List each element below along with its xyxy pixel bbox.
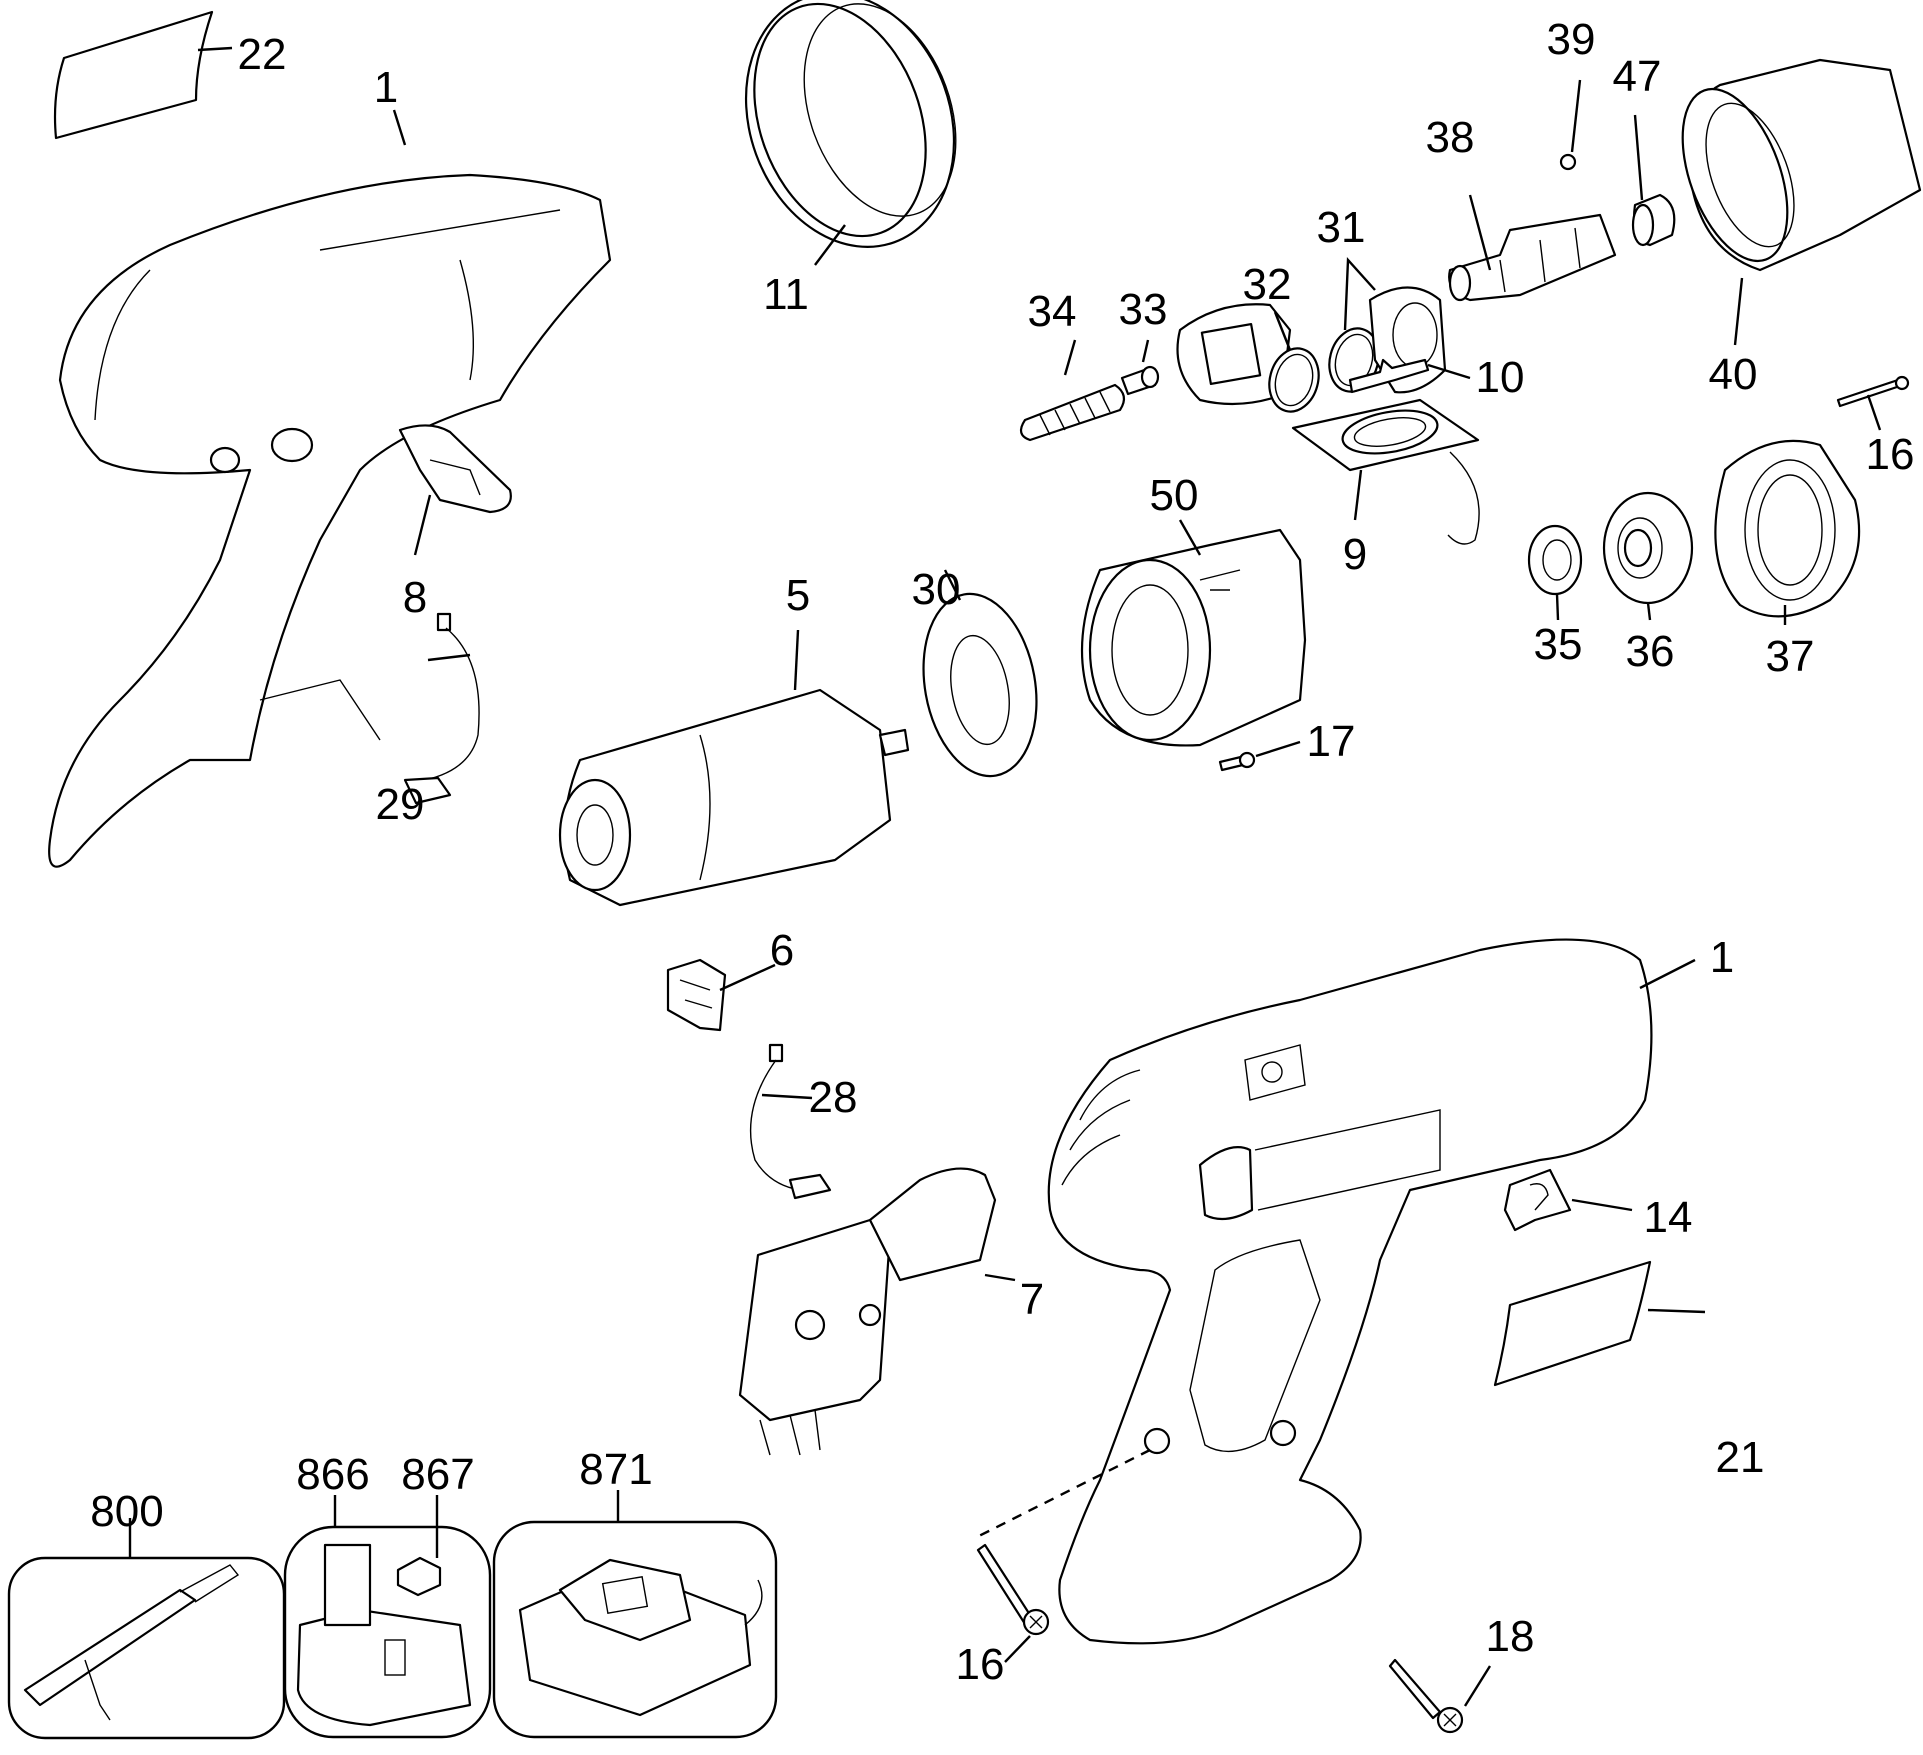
callout-871: 871: [579, 1445, 653, 1494]
callout-8: 8: [402, 573, 428, 622]
callout-38: 38: [1425, 113, 1475, 162]
callout-33: 33: [1118, 285, 1168, 334]
part-18-screw: [1388, 1658, 1492, 1734]
part-6-brush-holder: [666, 958, 776, 1032]
callout-14: 14: [1643, 1193, 1693, 1242]
callout-10: 10: [1475, 353, 1525, 402]
callout-11: 11: [763, 270, 809, 319]
part-9-light: [1291, 398, 1480, 545]
part-28-lead-wire: [749, 1043, 832, 1200]
callout-32: 32: [1242, 260, 1292, 309]
callout-1-left: 1: [373, 63, 399, 112]
callout-800: 800: [90, 1487, 164, 1536]
part-21-nameplate: [1493, 1260, 1706, 1387]
part-29-lead-wire: [403, 612, 480, 805]
part-871-charger-box: [492, 1490, 778, 1739]
part-10-clip: [1348, 358, 1471, 394]
part-38-anvil: [1448, 194, 1617, 302]
part-32-washer: [1268, 311, 1320, 413]
part-800-accessory-box: [7, 1518, 286, 1740]
part-22-label-plate: [53, 10, 233, 140]
callout-31: 31: [1316, 203, 1366, 252]
callout-16-bottom: 16: [955, 1640, 1005, 1689]
callout-6: 6: [769, 926, 795, 975]
part-47-bushing: [1631, 114, 1676, 247]
callout-17: 17: [1306, 717, 1356, 766]
part-50-gear-case: [1080, 519, 1307, 747]
part-8-reversing-lever: [398, 424, 512, 556]
part-7-switch: [738, 1167, 1016, 1456]
part-30-motor-washer: [922, 569, 1038, 778]
callout-28: 28: [808, 1073, 858, 1122]
callout-16-top: 16: [1865, 430, 1915, 479]
callout-40: 40: [1708, 350, 1758, 399]
part-16-screw-top: [1836, 375, 1910, 431]
callout-1-right: 1: [1709, 933, 1735, 982]
callout-29: 29: [375, 780, 425, 829]
part-14-clip-holder: [1503, 1168, 1633, 1232]
callout-34: 34: [1027, 287, 1077, 336]
callout-37: 37: [1765, 632, 1815, 681]
callout-30: 30: [911, 565, 961, 614]
assembly-path-line: [976, 1448, 1151, 1539]
part-867-battery-cap: [396, 1495, 442, 1597]
callout-35: 35: [1533, 620, 1583, 669]
part-36-bearing: [1602, 491, 1694, 621]
part-35-washer: [1527, 524, 1583, 621]
part-1-housing-right: [1047, 938, 1696, 1645]
part-hammer-body: [1176, 303, 1292, 406]
part-16-screw-bottom: [976, 1543, 1050, 1663]
callout-22: 22: [237, 30, 287, 79]
part-866-battery-box: [283, 1495, 492, 1739]
callout-21: 21: [1715, 1433, 1765, 1482]
part-1-housing-left: [48, 109, 612, 868]
part-5-motor: [558, 629, 910, 907]
callout-47: 47: [1612, 52, 1662, 101]
part-11-nose-boot: [744, 0, 957, 266]
callout-39: 39: [1546, 15, 1596, 64]
callout-7: 7: [1019, 1275, 1045, 1324]
part-40-hammer-case: [1681, 58, 1922, 346]
callout-866: 866: [296, 1450, 370, 1499]
callout-5: 5: [785, 571, 811, 620]
part-39-ball: [1559, 79, 1582, 171]
callout-18: 18: [1485, 1612, 1535, 1661]
part-37-gear-case-cover: [1714, 439, 1861, 625]
part-34-spring: [1019, 339, 1126, 442]
callout-867: 867: [401, 1450, 475, 1499]
callout-50: 50: [1149, 471, 1199, 520]
callout-9: 9: [1342, 530, 1368, 579]
callout-36: 36: [1625, 627, 1675, 676]
part-33-pin: [1120, 339, 1160, 396]
part-17-screw: [1218, 740, 1301, 772]
